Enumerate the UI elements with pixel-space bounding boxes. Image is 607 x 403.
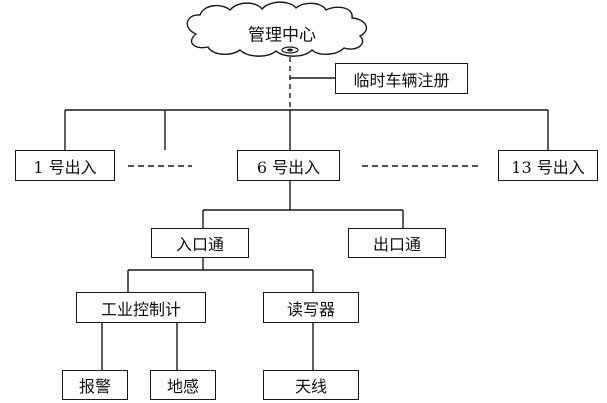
ground-sensor-box: 地感 xyxy=(150,370,216,400)
industrial-pc-box: 工业控制计 xyxy=(76,292,206,323)
gate-6-box: 6 号出入 xyxy=(237,150,340,181)
gate-13-box: 13 号出入 xyxy=(498,150,598,181)
management-center-cloud xyxy=(186,1,368,57)
exit-channel-box: 出口通 xyxy=(348,228,446,258)
temp-vehicle-register-box: 临时车辆注册 xyxy=(335,63,468,94)
connector-lines xyxy=(64,57,549,370)
cloud-base-dot xyxy=(287,48,293,52)
gate-1-box: 1 号出入 xyxy=(15,150,115,181)
alarm-box: 报警 xyxy=(62,370,128,400)
antenna-box: 天线 xyxy=(263,370,359,400)
entry-channel-box: 入口通 xyxy=(151,228,249,258)
reader-writer-box: 读写器 xyxy=(263,292,359,323)
management-center-label: 管理中心 xyxy=(248,25,316,46)
